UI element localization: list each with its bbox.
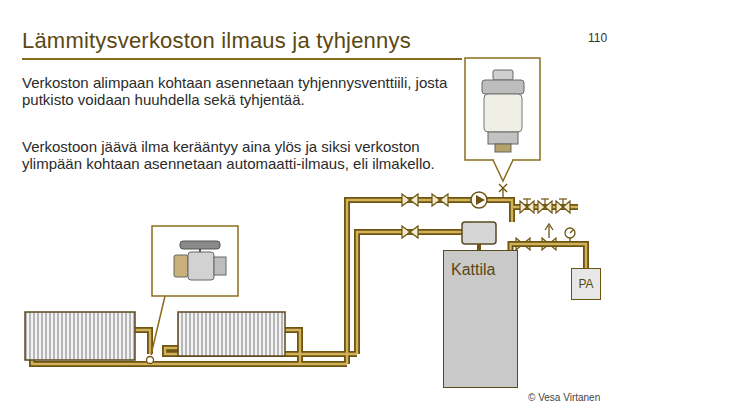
title-underline bbox=[22, 58, 462, 60]
pipe-connector bbox=[511, 244, 587, 268]
drain-valve-symbol bbox=[147, 357, 154, 364]
radiator bbox=[178, 312, 285, 356]
copyright-note: © Vesa Virtanen bbox=[528, 392, 600, 403]
drain-valve-callout bbox=[151, 226, 238, 355]
pump-symbol bbox=[471, 192, 487, 208]
boiler-box: Kattila bbox=[443, 250, 518, 388]
node-label: PA bbox=[575, 277, 596, 291]
body-text: Verkostoon jäävä ilma kerääntyy aina ylö… bbox=[22, 138, 462, 172]
manifold bbox=[462, 222, 496, 244]
page-number: 110 bbox=[588, 31, 607, 45]
slide-title: Lämmitysverkoston ilmaus ja tyhjennys bbox=[22, 28, 411, 54]
body-text: Verkoston alimpaan kohtaan asennetaan ty… bbox=[22, 74, 462, 108]
expansion-tank-box: PA bbox=[571, 268, 601, 300]
node-label: Kattila bbox=[444, 251, 517, 279]
air-vent-symbol bbox=[499, 184, 507, 197]
radiator bbox=[25, 312, 135, 360]
air-vent-callout bbox=[465, 58, 540, 181]
